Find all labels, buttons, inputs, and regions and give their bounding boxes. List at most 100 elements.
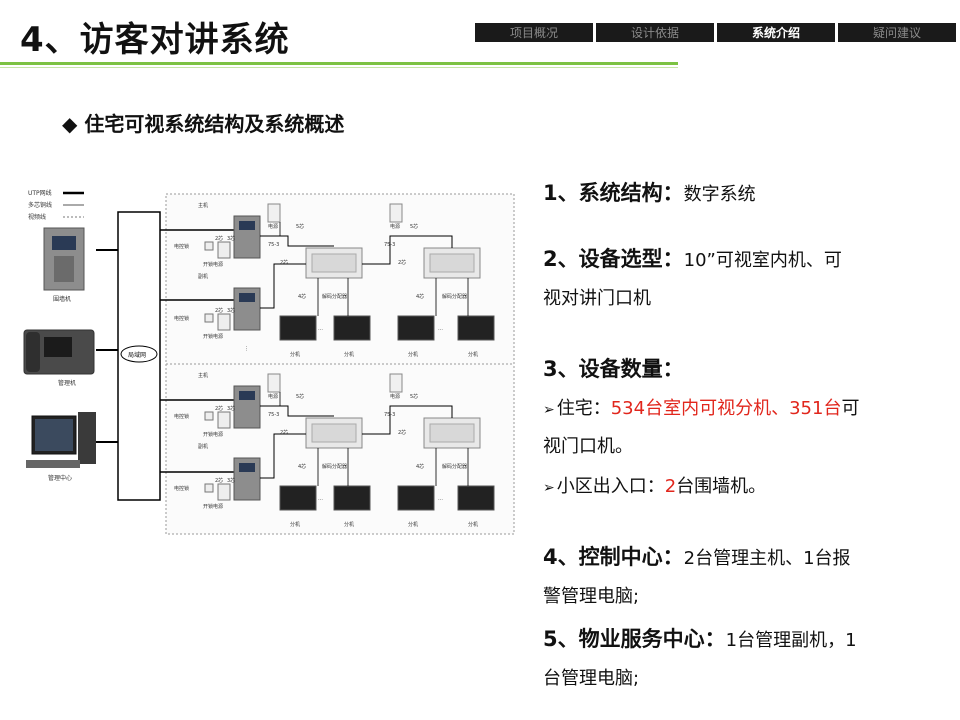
svg-text:75-3: 75-3 (268, 242, 279, 248)
svg-text:解码分配器: 解码分配器 (442, 463, 467, 470)
system-structure-text: 数字系统 (683, 184, 756, 205)
svg-text:2芯: 2芯 (215, 405, 223, 412)
arrow-bullet-icon: ➢ (543, 480, 555, 496)
svg-text:主机: 主机 (198, 202, 208, 209)
entrance-quantity: 2 (664, 476, 677, 497)
svg-text:开锁电源: 开锁电源 (203, 261, 223, 268)
nav-tabs: 项目概况 设计依据 系统介绍 疑问建议 (475, 23, 956, 42)
svg-text:…: … (318, 496, 323, 502)
svg-text:电源: 电源 (390, 393, 400, 400)
tab-system-intro[interactable]: 系统介绍 (717, 23, 835, 42)
svg-text:4芯: 4芯 (416, 463, 424, 470)
svg-text:分机: 分机 (408, 521, 418, 528)
arrow-bullet-icon: ➢ (543, 402, 555, 418)
svg-text:2芯: 2芯 (398, 429, 406, 436)
title-divider-thin (0, 67, 678, 68)
management-center-device (26, 412, 96, 468)
lower-block: 主机 电控锁 2芯 3芯 开锁电源 副机 电控锁 2芯 3芯 开锁电源 电源 5… (174, 372, 495, 528)
lan-trunk (117, 211, 161, 501)
section-heading: ◆ 住宅可视系统结构及系统概述 (62, 108, 344, 137)
svg-text:2芯: 2芯 (215, 307, 223, 314)
svg-text:5芯: 5芯 (410, 223, 418, 230)
tab-project-overview[interactable]: 项目概况 (475, 23, 593, 42)
residential-quantity: 534台室内可视分机、351台 (610, 398, 842, 419)
control-center-heading: 4、控制中心： (543, 545, 684, 569)
svg-text:电控锁: 电控锁 (174, 413, 189, 420)
equipment-quantity-heading: 3、设备数量： (543, 357, 684, 381)
svg-text:分机: 分机 (290, 521, 300, 528)
svg-text:电源: 电源 (390, 223, 400, 230)
svg-text:分机: 分机 (344, 521, 354, 528)
svg-text:分机: 分机 (344, 351, 354, 358)
svg-text:副机: 副机 (198, 443, 208, 450)
tab-questions[interactable]: 疑问建议 (838, 23, 956, 42)
control-center-text-2: 警管理电脑; (543, 586, 640, 607)
item-property-service-center: 5、物业服务中心：1台管理副机，1 (543, 620, 857, 660)
svg-text:4芯: 4芯 (298, 293, 306, 300)
manager-device (23, 329, 95, 375)
svg-text:2芯: 2芯 (215, 235, 223, 242)
svg-text:2芯: 2芯 (398, 259, 406, 266)
quantity-residential-line: ➢住宅：534台室内可视分机、351台可 (543, 398, 860, 419)
svg-text:分机: 分机 (468, 351, 478, 358)
control-center-text-1: 2台管理主机、1台报 (683, 548, 851, 569)
svg-text:5芯: 5芯 (410, 393, 418, 400)
item-equipment-selection: 2、设备选型：10”可视室内机、可 (543, 240, 842, 280)
svg-text:3芯: 3芯 (227, 405, 235, 412)
svg-text:3芯: 3芯 (227, 235, 235, 242)
svg-text:电源: 电源 (268, 223, 278, 230)
legend: UTP网线 多芯铜线 视频线 (28, 189, 84, 221)
equipment-selection-text-1: 10”可视室内机、可 (683, 250, 842, 271)
svg-text:5芯: 5芯 (296, 393, 304, 400)
system-structure-heading: 1、系统结构： (543, 181, 684, 205)
manager-label: 管理机 (58, 379, 76, 387)
legend-utp: UTP网线 (28, 189, 52, 197)
svg-text:…: … (318, 326, 323, 332)
svg-text:3芯: 3芯 (227, 307, 235, 314)
svg-text:2芯: 2芯 (215, 477, 223, 484)
svg-text:2芯: 2芯 (280, 429, 288, 436)
svg-text:分机: 分机 (290, 351, 300, 358)
property-service-text-2: 台管理电脑; (543, 668, 640, 689)
item-control-center: 4、控制中心：2台管理主机、1台报 (543, 538, 851, 578)
wall-unit-label: 围墙机 (53, 295, 71, 303)
title-divider (0, 62, 678, 65)
wall-unit-device (43, 227, 85, 291)
svg-text:电控锁: 电控锁 (174, 485, 189, 492)
svg-text:副机: 副机 (198, 273, 208, 280)
svg-text:⋮: ⋮ (244, 346, 249, 352)
svg-text:分机: 分机 (408, 351, 418, 358)
lan-label: 局域网 (128, 351, 146, 359)
quantity-entrance-line: ➢小区出入口：2台围墙机。 (543, 476, 767, 497)
tab-design-basis[interactable]: 设计依据 (596, 23, 714, 42)
upper-block: 主机 电控锁 2芯 3芯 开锁电源 副机 电控锁 2芯 3芯 开锁电源 ⋮ 电源… (174, 202, 495, 358)
svg-text:4芯: 4芯 (298, 463, 306, 470)
svg-text:…: … (438, 326, 443, 332)
legend-copper: 多芯铜线 (28, 201, 52, 209)
diamond-bullet-icon: ◆ (62, 112, 78, 136)
svg-text:开锁电源: 开锁电源 (203, 431, 223, 438)
management-center-label: 管理中心 (48, 474, 72, 482)
svg-text:3芯: 3芯 (227, 477, 235, 484)
svg-text:5芯: 5芯 (296, 223, 304, 230)
svg-text:分机: 分机 (468, 521, 478, 528)
page-title: 4、访客对讲系统 (20, 20, 290, 60)
svg-text:解码分配器: 解码分配器 (322, 463, 347, 470)
svg-text:解码分配器: 解码分配器 (322, 293, 347, 300)
svg-text:开锁电源: 开锁电源 (203, 503, 223, 510)
property-service-text-1: 1台管理副机，1 (725, 630, 857, 651)
equipment-selection-text-2: 视对讲门口机 (543, 288, 651, 309)
svg-text:4芯: 4芯 (416, 293, 424, 300)
svg-text:主机: 主机 (198, 372, 208, 379)
property-service-heading: 5、物业服务中心： (543, 627, 726, 651)
equipment-selection-heading: 2、设备选型： (543, 247, 684, 271)
svg-text:开锁电源: 开锁电源 (203, 333, 223, 340)
svg-text:…: … (438, 496, 443, 502)
item-system-structure: 1、系统结构：数字系统 (543, 174, 756, 214)
svg-text:2芯: 2芯 (280, 259, 288, 266)
svg-text:解码分配器: 解码分配器 (442, 293, 467, 300)
section-title: 住宅可视系统结构及系统概述 (84, 112, 345, 136)
svg-text:电控锁: 电控锁 (174, 315, 189, 322)
svg-text:电控锁: 电控锁 (174, 243, 189, 250)
svg-text:75-3: 75-3 (268, 412, 279, 418)
